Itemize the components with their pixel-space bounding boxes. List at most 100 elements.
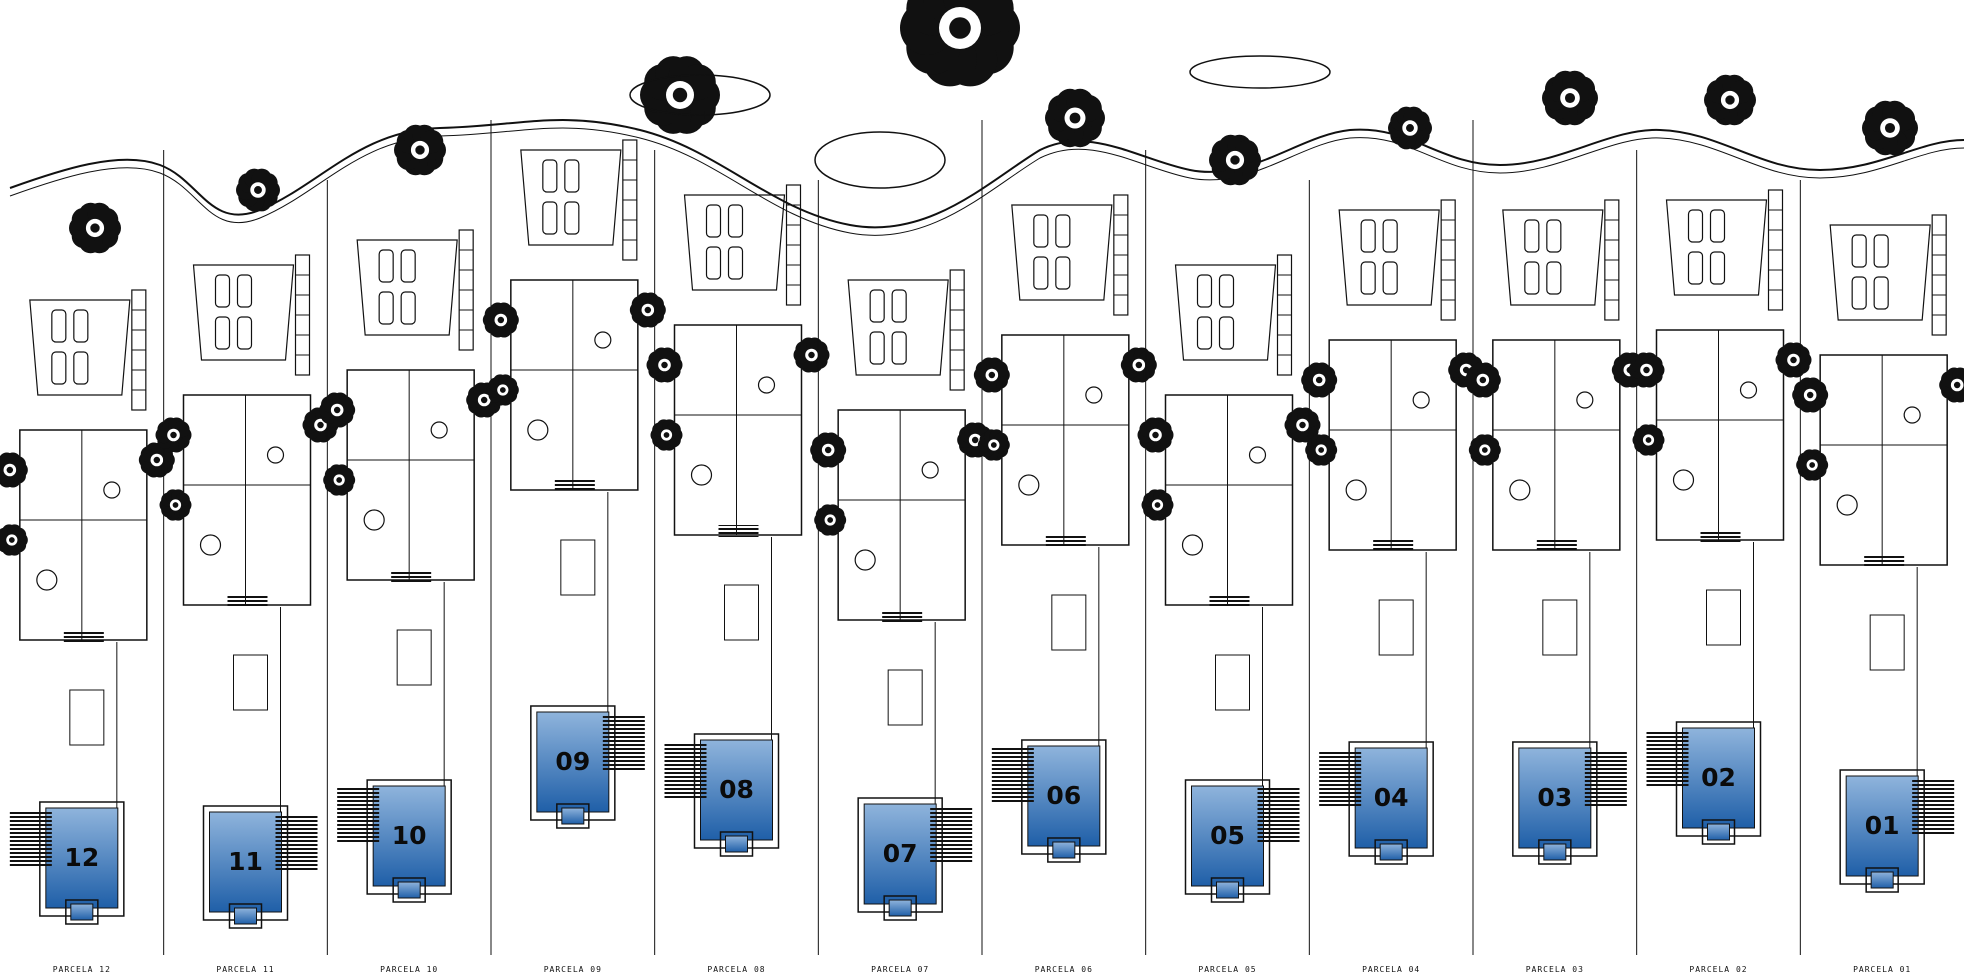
dining-table-icon <box>1412 391 1430 409</box>
car-icon <box>1687 209 1704 243</box>
sun-lounger <box>1584 750 1627 806</box>
house-outline <box>1328 339 1457 551</box>
tree-icon <box>1305 434 1338 466</box>
lot-number: 09 <box>555 747 590 776</box>
car-icon <box>869 331 885 365</box>
sun-lounger <box>9 810 52 866</box>
lawn-patch <box>69 689 105 746</box>
tree-icon <box>323 464 356 496</box>
tree-icon <box>394 124 446 176</box>
lot-number: 07 <box>883 839 918 868</box>
house-outline <box>1492 339 1621 551</box>
terrace-hatch <box>63 630 104 642</box>
house-outline <box>1819 354 1948 566</box>
lawn-patch <box>887 669 923 726</box>
dining-table-icon <box>430 421 448 439</box>
dining-table-icon <box>1672 469 1695 491</box>
lot-number: 03 <box>1537 783 1572 812</box>
tree-icon <box>1632 424 1665 456</box>
car-icon <box>1382 261 1398 295</box>
sun-lounger <box>1257 788 1300 844</box>
car-icon <box>400 249 416 283</box>
tree-icon <box>1862 100 1918 156</box>
tree-icon <box>155 417 192 453</box>
lot-number: 04 <box>1374 783 1409 812</box>
garage <box>683 184 802 306</box>
lot-number: 10 <box>392 821 427 850</box>
tree-icon <box>1468 434 1501 466</box>
tree-icon <box>1141 489 1174 521</box>
dining-table-icon <box>1836 494 1858 516</box>
car-icon <box>73 309 89 343</box>
car-icon <box>542 159 558 193</box>
dining-table-icon <box>1248 446 1267 464</box>
garage <box>520 139 638 261</box>
pool: 01 <box>1839 769 1955 893</box>
pool: 06 <box>991 739 1107 863</box>
pool: 09 <box>530 705 645 829</box>
dining-table-icon <box>757 376 776 394</box>
car-icon <box>1709 209 1726 243</box>
lot-label: PARCELA 11 <box>216 965 274 974</box>
tree-icon <box>1120 347 1157 383</box>
sun-lounger <box>1319 750 1362 806</box>
car-icon <box>891 289 907 323</box>
garage <box>847 269 965 391</box>
lawn-patch <box>1869 614 1905 671</box>
lawn-patch <box>560 539 596 596</box>
tree-icon <box>1388 106 1432 150</box>
dining-table-icon <box>690 464 713 486</box>
tree-icon <box>640 56 720 134</box>
car-icon <box>236 274 253 308</box>
house-outline <box>510 279 639 491</box>
car-icon <box>1524 219 1540 253</box>
tree-icon <box>482 302 519 338</box>
car-icon <box>542 201 558 235</box>
terrace-hatch <box>1700 530 1741 542</box>
terrace-hatch <box>554 480 595 492</box>
dining-table-icon <box>921 461 939 479</box>
tree-icon <box>977 429 1010 461</box>
garage <box>356 229 474 351</box>
house-outline <box>182 394 312 606</box>
car-icon <box>214 316 231 350</box>
car-icon <box>1382 219 1398 253</box>
lot-label: PARCELA 06 <box>1035 965 1093 974</box>
lot-number: 08 <box>719 775 754 804</box>
car-icon <box>1873 276 1889 310</box>
tree-icon <box>1939 367 1964 403</box>
lot-label: PARCELA 05 <box>1198 965 1256 974</box>
terrace-hatch <box>391 570 432 582</box>
car-icon <box>1851 276 1867 310</box>
garage <box>1011 194 1129 316</box>
access-road <box>9 119 1964 229</box>
lot-label: PARCELA 09 <box>544 965 602 974</box>
terrace-hatch <box>1536 540 1577 552</box>
house-outline <box>1001 334 1130 546</box>
car-icon <box>51 351 67 385</box>
dining-table-icon <box>1903 406 1921 424</box>
terrace-hatch <box>1209 595 1250 607</box>
car-icon <box>378 249 394 283</box>
car-icon <box>214 274 231 308</box>
sun-lounger <box>602 714 645 770</box>
dining-table-icon <box>854 549 876 571</box>
lawn-patch <box>233 654 268 711</box>
lot-label: PARCELA 02 <box>1689 965 1747 974</box>
car-icon <box>564 159 580 193</box>
lawn-patch <box>1215 654 1250 711</box>
tree-icon <box>1209 134 1262 186</box>
lot-label: PARCELA 12 <box>53 965 111 974</box>
dining-table-icon <box>36 569 58 591</box>
lot-number: 06 <box>1046 781 1081 810</box>
garage <box>1829 214 1947 336</box>
